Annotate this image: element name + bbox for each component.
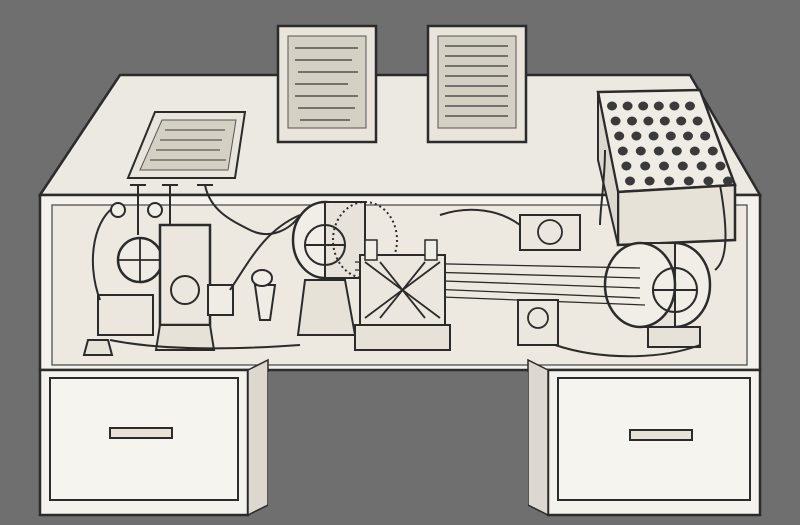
key: [676, 116, 687, 126]
key: [625, 176, 635, 186]
key: [677, 161, 688, 171]
key: [640, 161, 651, 171]
key: [664, 176, 675, 186]
right-drawer-handle: [629, 429, 693, 441]
key: [635, 146, 646, 156]
key: [617, 146, 628, 156]
key: [659, 116, 670, 126]
key: [703, 176, 714, 186]
key: [665, 131, 676, 141]
key-grid: [607, 101, 733, 186]
key: [627, 116, 637, 126]
right-drawer: [557, 377, 751, 501]
key: [621, 161, 632, 171]
key: [696, 161, 707, 171]
left-drawer-handle: [109, 427, 173, 439]
key: [607, 101, 617, 111]
key: [659, 161, 669, 171]
key: [683, 131, 693, 141]
key: [614, 131, 625, 141]
pipes: [91, 149, 727, 358]
key: [610, 116, 621, 126]
key: [622, 101, 633, 111]
key: [683, 176, 694, 186]
reel-left: [291, 200, 398, 336]
key: [671, 146, 682, 156]
key: [689, 146, 700, 156]
film-reels: [291, 200, 712, 348]
valves: [110, 184, 213, 218]
key: [707, 146, 718, 156]
key: [692, 116, 703, 126]
screen-center-left: [276, 24, 378, 144]
central-mechanism: [354, 214, 581, 351]
reel-right: [603, 241, 712, 348]
key: [644, 176, 655, 186]
keyboard-bank: [596, 88, 737, 247]
key: [648, 131, 659, 141]
key: [669, 101, 680, 111]
screen-left: [126, 111, 247, 179]
key: [653, 146, 664, 156]
key: [653, 101, 664, 111]
key: [715, 161, 726, 171]
key: [723, 176, 733, 186]
key: [685, 101, 695, 111]
key: [638, 101, 649, 111]
key: [700, 131, 711, 141]
key: [643, 116, 654, 126]
cameras: [82, 223, 277, 356]
left-drawer: [49, 377, 239, 501]
screen-center-right: [426, 24, 528, 144]
key: [631, 131, 642, 141]
